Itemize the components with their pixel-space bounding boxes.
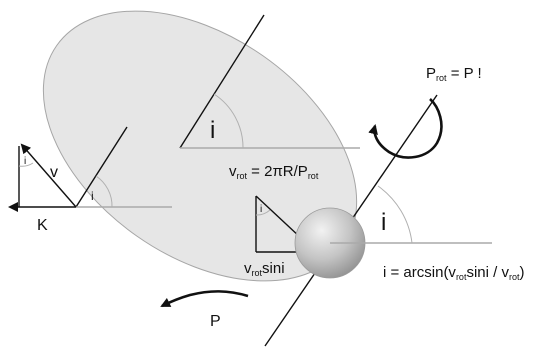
right-angle-arc: [377, 185, 413, 244]
left-v-label: v: [50, 164, 58, 181]
center-angle-arc: [213, 93, 244, 149]
middle-small-angle-arc: [255, 209, 271, 216]
rotation-arrow: [368, 98, 443, 159]
left-i-label: i: [91, 189, 94, 203]
vrotsini-label: vrotsini: [244, 260, 285, 278]
orbital-period-label: P: [210, 313, 221, 330]
orbital-motion-arrow: [160, 290, 249, 308]
left-angle-arc: [95, 175, 113, 208]
middle-i-small-label: i: [260, 204, 262, 215]
left-i-small-label: i: [24, 156, 26, 167]
inclination-formula: i = arcsin(vrotsini / vrot): [383, 264, 524, 282]
orbital-plane-ellipse: [42, 10, 358, 282]
right-angle-label: i: [381, 209, 386, 236]
orbit-normal-line: [179, 14, 265, 149]
prot-equation: Prot = P !: [426, 65, 482, 83]
vrot-equation: vrot = 2πR/Prot: [229, 163, 319, 181]
left-normal-line: [75, 126, 128, 208]
velocity-v-arrow: [20, 143, 77, 208]
center-angle-label: i: [210, 117, 215, 144]
left-k-label: K: [37, 217, 48, 234]
left-small-angle-arc: [18, 162, 34, 167]
